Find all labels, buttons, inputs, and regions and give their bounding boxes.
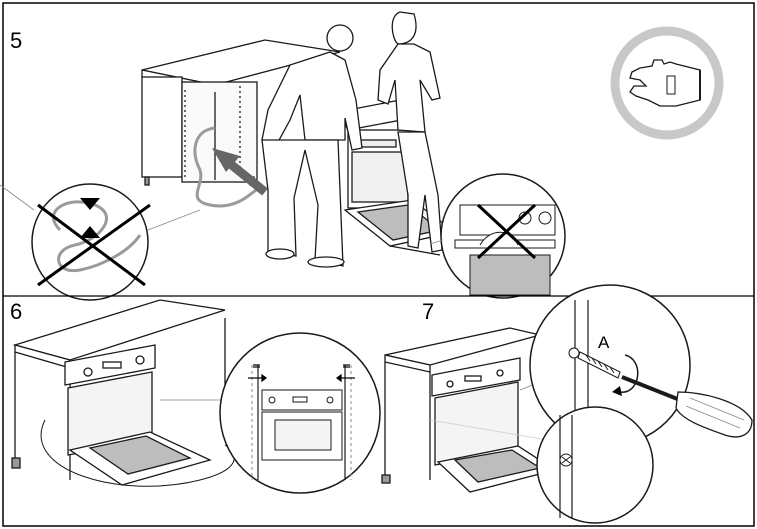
installed-oven bbox=[64, 344, 212, 486]
side-clearance-detail bbox=[219, 332, 381, 494]
built-in-cabinet bbox=[11, 299, 226, 480]
clearance-arc bbox=[40, 419, 235, 487]
rotation-arrow-icon bbox=[612, 354, 639, 396]
clearance-arrows-icon bbox=[248, 364, 355, 383]
power-cable bbox=[193, 126, 263, 208]
door-handle-warning-detail bbox=[429, 173, 566, 299]
panel-step-6: 6 bbox=[10, 299, 381, 494]
screw-installed-detail bbox=[536, 406, 654, 524]
installed-oven-7 bbox=[431, 357, 557, 493]
screwdriver-icon bbox=[621, 375, 753, 438]
insertion-arrow-icon bbox=[212, 148, 268, 196]
protective-glove-icon bbox=[610, 26, 724, 140]
prohibited-cross-icon bbox=[37, 203, 151, 287]
panel-step-5: 5 bbox=[0, 11, 724, 301]
step-number-7: 7 bbox=[422, 299, 434, 324]
step-number-6: 6 bbox=[10, 299, 22, 324]
installer-person-right bbox=[377, 11, 443, 253]
installer-person-left bbox=[261, 24, 363, 268]
prohibited-cross-icon bbox=[476, 203, 537, 260]
screw-icon bbox=[577, 351, 621, 379]
panel-step-7: 7 A bbox=[381, 284, 753, 524]
cable-routing-detail bbox=[0, 183, 201, 301]
kitchen-cabinet bbox=[141, 39, 341, 186]
step-number-5: 5 bbox=[10, 28, 22, 53]
callout-label-a: A bbox=[598, 333, 610, 352]
